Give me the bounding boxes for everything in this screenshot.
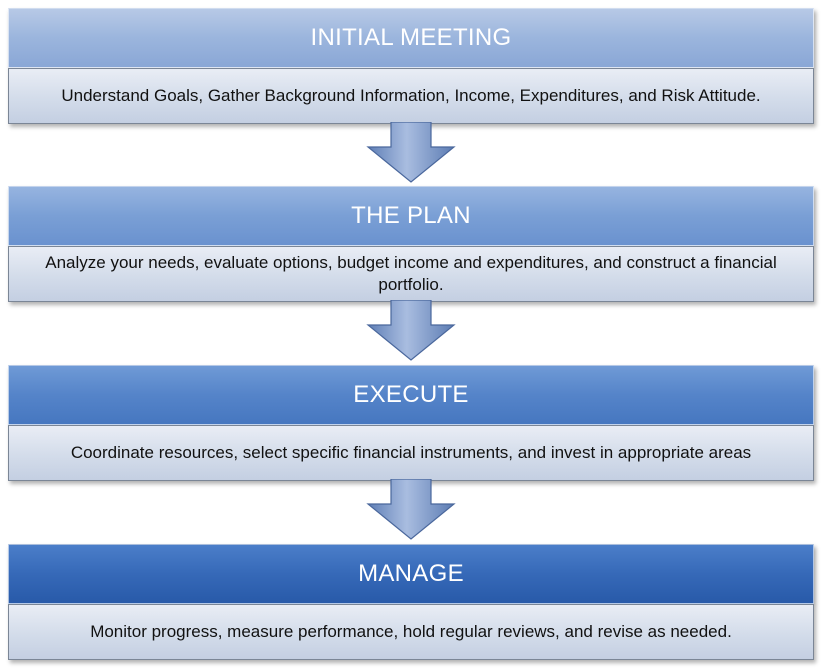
step-title: EXECUTE xyxy=(8,365,814,425)
step-description: Coordinate resources, select specific fi… xyxy=(8,425,814,481)
step-title: INITIAL MEETING xyxy=(8,8,814,68)
step-title: THE PLAN xyxy=(8,186,814,246)
step-description: Monitor progress, measure performance, h… xyxy=(8,604,814,660)
step-description: Understand Goals, Gather Background Info… xyxy=(8,68,814,124)
down-arrow-icon xyxy=(366,479,456,540)
step-title: MANAGE xyxy=(8,544,814,604)
step-description: Analyze your needs, evaluate options, bu… xyxy=(8,246,814,302)
down-arrow-icon xyxy=(366,122,456,183)
down-arrow-icon xyxy=(366,300,456,361)
